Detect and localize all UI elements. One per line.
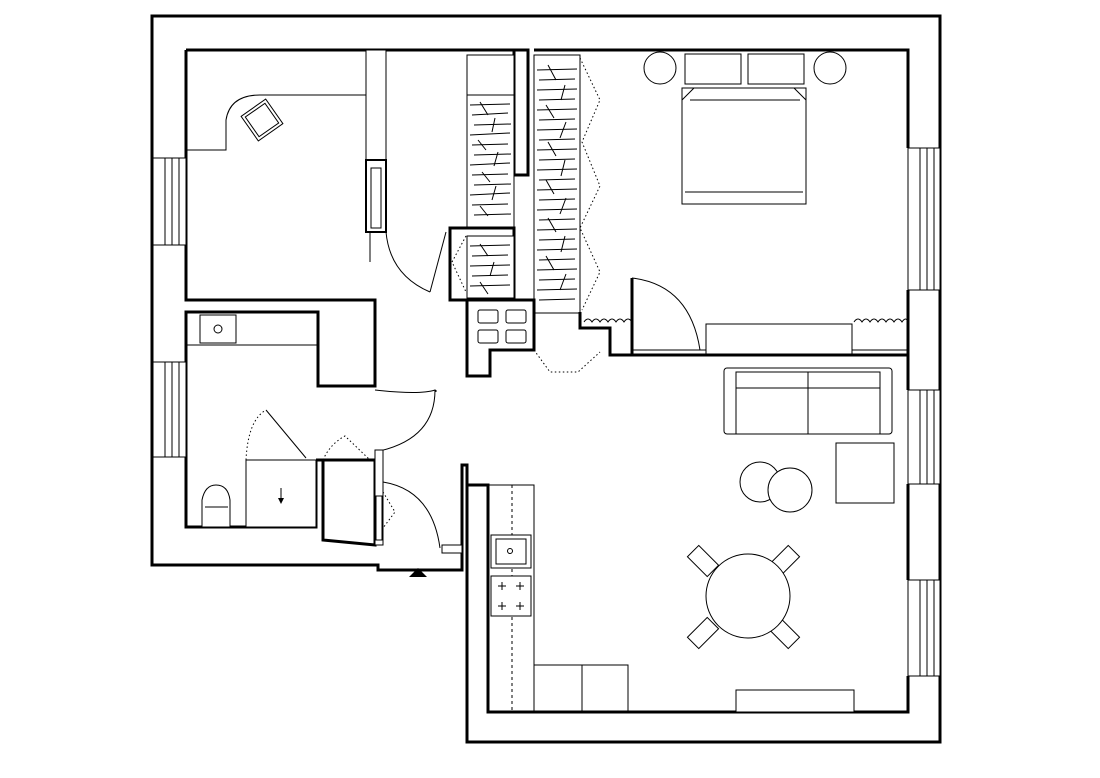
study-room [186,49,447,293]
coffee-table-icon [767,467,813,513]
armchair-icon [835,442,895,504]
nightstand-lamp-icon [643,51,677,85]
study-door-icon [385,231,431,293]
bedroom [578,51,909,357]
sofa-icon [723,367,893,435]
living-kitchen [488,367,895,713]
hallway [374,389,463,577]
bedroom-door-icon [631,277,701,351]
entrance-arrow-icon [409,568,427,577]
dining-table-icon [686,544,801,650]
stove-icon [490,575,532,617]
outer-walls [150,14,942,744]
kitchen-sink-icon [490,534,532,569]
armchair-icon [240,98,284,142]
bathroom [186,314,371,528]
window-right-bedroom [907,147,941,291]
nightstand-lamp-icon [813,51,847,85]
window-left-top [152,157,187,246]
bed-icon [681,53,807,205]
hallway-door-icon [374,389,436,453]
wardrobe-icon [448,54,601,314]
toilet-icon [201,484,231,528]
window-left-bottom [152,361,187,458]
tv-console-icon [735,689,855,713]
shower-icon [245,459,317,528]
entrance-door-icon [382,481,441,549]
window-right-living [907,389,941,485]
shelving-unit [465,298,601,378]
washbasin-icon [199,314,237,344]
window-right-dining [907,579,941,677]
